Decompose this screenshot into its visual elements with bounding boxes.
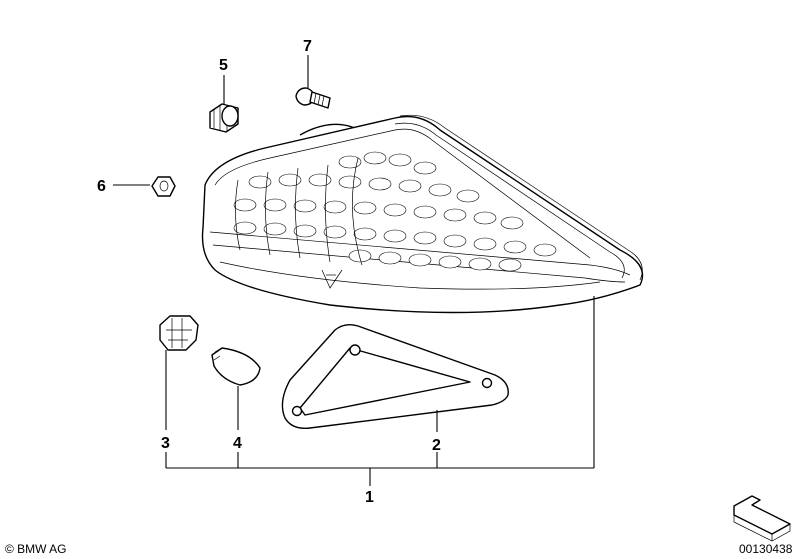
copyright-label: © BMW AG xyxy=(5,542,67,556)
screw[interactable] xyxy=(295,87,331,109)
callout-5: 5 xyxy=(219,57,228,74)
diagram-number: 00130438 xyxy=(739,542,793,556)
callout-1: 1 xyxy=(365,489,374,506)
nut[interactable] xyxy=(151,176,176,197)
grommet[interactable] xyxy=(209,103,239,133)
callout-3: 3 xyxy=(161,435,170,452)
tail-light-assembly[interactable] xyxy=(201,114,644,314)
callout-4: 4 xyxy=(233,435,242,452)
bulb[interactable] xyxy=(211,347,261,386)
callout-6: 6 xyxy=(97,178,106,195)
callout-7: 7 xyxy=(303,38,312,55)
led-lens-array xyxy=(233,151,557,272)
gasket[interactable] xyxy=(281,323,509,429)
bulb-holder[interactable] xyxy=(159,315,199,351)
callout-2: 2 xyxy=(432,437,441,454)
direction-arrow-icon xyxy=(733,495,791,542)
leader-lines xyxy=(113,55,595,486)
